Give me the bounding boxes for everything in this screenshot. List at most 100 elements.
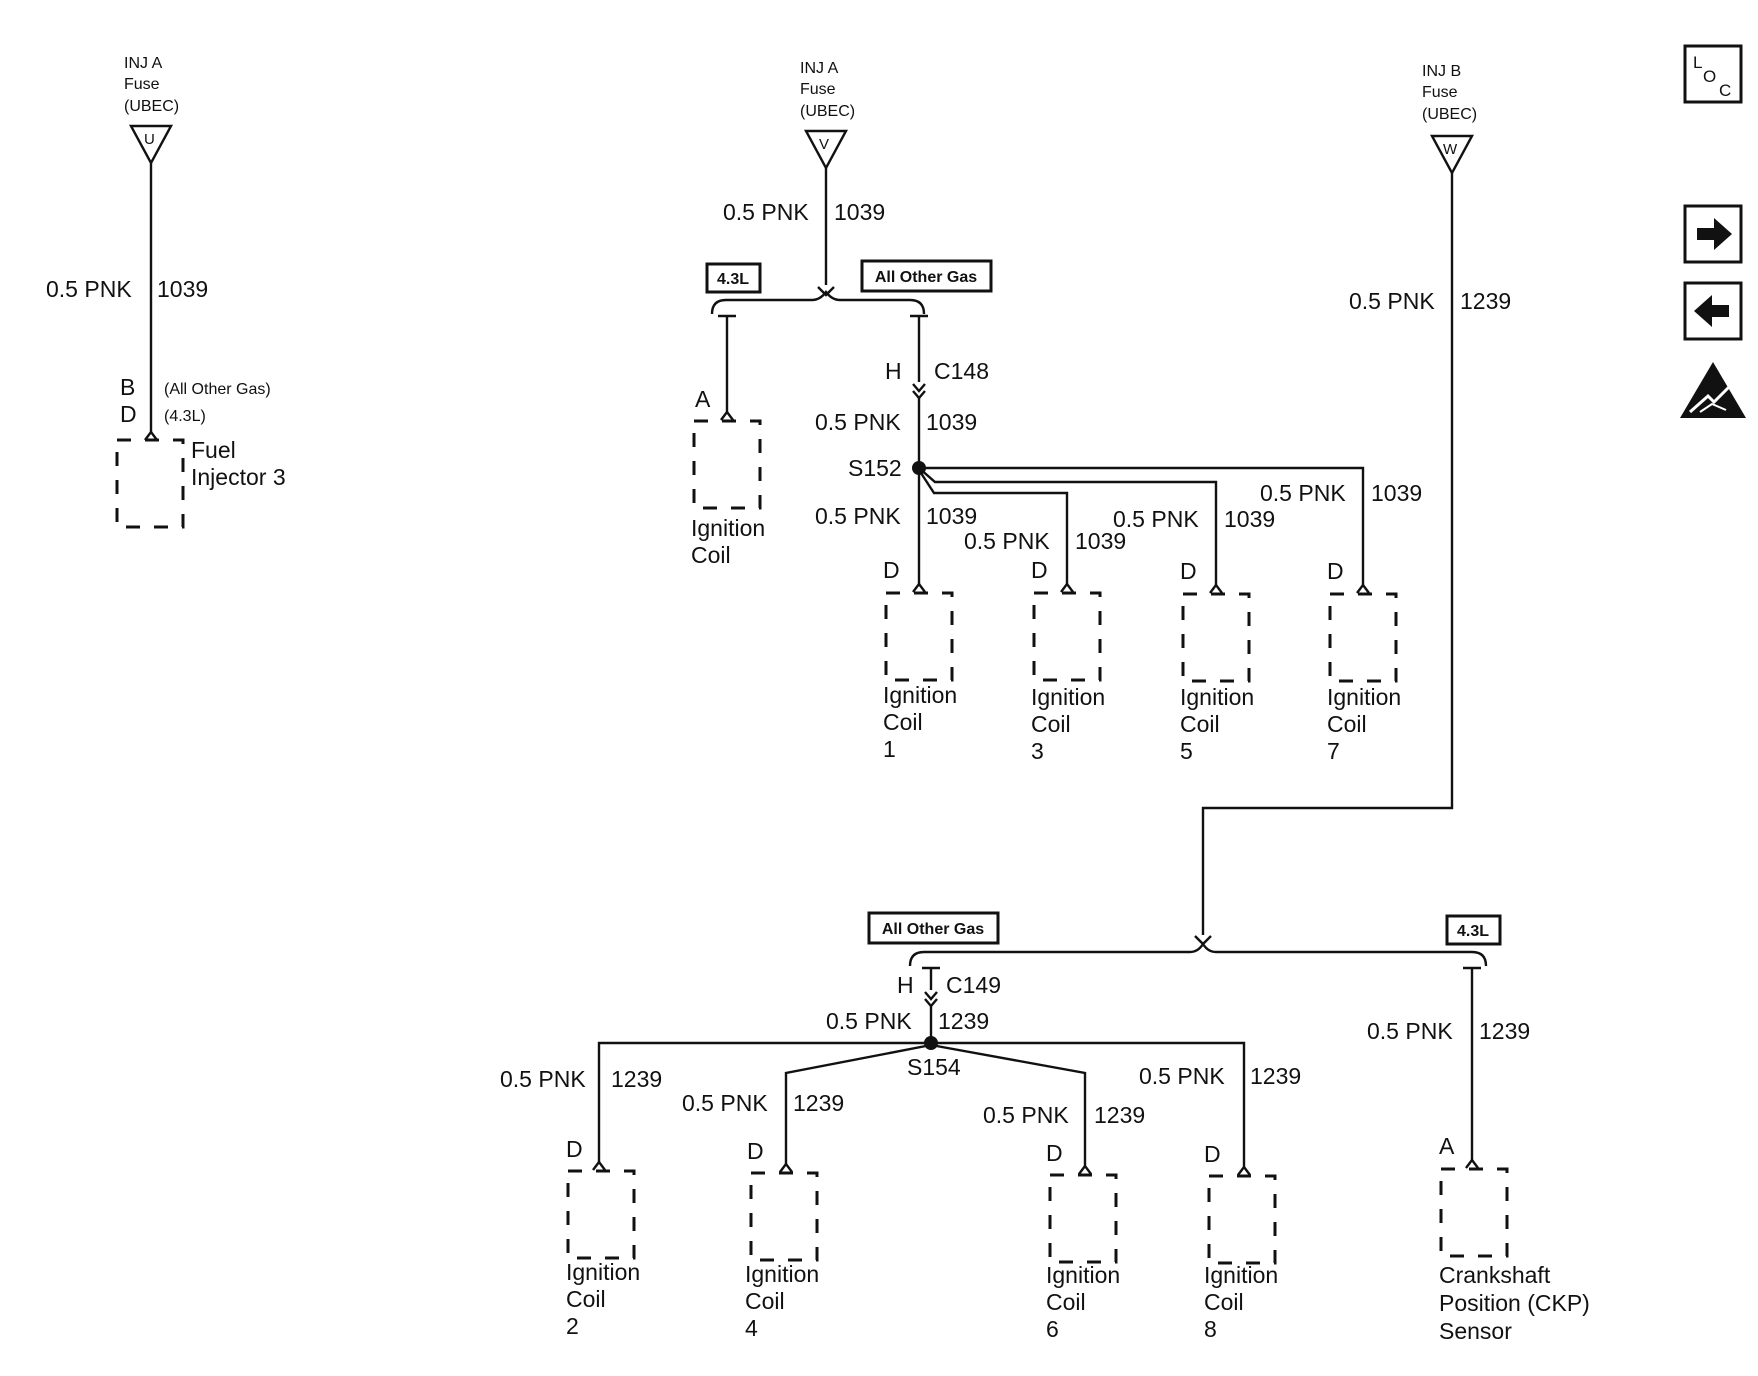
ignition-coil-4: D Ignition Coil 4	[745, 1138, 819, 1341]
wire-label-w2: 0.5 PNK 1039	[723, 199, 885, 225]
svg-text:5: 5	[1180, 738, 1193, 764]
ignition-coil-3: D Ignition Coil 3	[1031, 557, 1105, 764]
next-button[interactable]	[1683, 204, 1743, 264]
svg-text:Ignition: Ignition	[691, 515, 765, 541]
svg-text:D: D	[1046, 1140, 1063, 1166]
injector-pins: B (All Other Gas) D (4.3L)	[120, 374, 271, 427]
wire-1239-w	[1201, 173, 1454, 935]
svg-text:0.5 PNK: 0.5 PNK	[1367, 1018, 1453, 1044]
svg-text:Coil: Coil	[1327, 711, 1367, 737]
wire-ckp	[1463, 966, 1481, 1160]
wire-label-w6: 0.5 PNK 1039	[964, 528, 1126, 554]
svg-text:Crankshaft: Crankshaft	[1439, 1262, 1551, 1288]
wire-label-w3: 0.5 PNK 1239	[1349, 288, 1511, 314]
svg-text:1239: 1239	[1094, 1102, 1145, 1128]
fuse-w: INJ B Fuse (UBEC) W	[1422, 63, 1477, 176]
option-4-3l-bottom: 4.3L	[1445, 914, 1502, 946]
svg-text:7: 7	[1327, 738, 1340, 764]
svg-text:6: 6	[1046, 1316, 1059, 1342]
svg-text:Ignition: Ignition	[566, 1259, 640, 1285]
svg-text:C149: C149	[946, 972, 1001, 998]
svg-text:Fuel: Fuel	[191, 437, 236, 463]
svg-text:1039: 1039	[834, 199, 885, 225]
svg-text:0.5 PNK: 0.5 PNK	[1349, 288, 1435, 314]
fuse-triangle-icon	[803, 129, 849, 171]
svg-text:INJ A: INJ A	[124, 55, 163, 72]
prev-button[interactable]	[1683, 281, 1743, 341]
svg-text:(UBEC): (UBEC)	[800, 103, 855, 120]
svg-text:1039: 1039	[1075, 528, 1126, 554]
svg-text:1039: 1039	[1371, 480, 1422, 506]
svg-text:2: 2	[566, 1313, 579, 1339]
svg-text:0.5 PNK: 0.5 PNK	[826, 1008, 912, 1034]
svg-text:D: D	[566, 1136, 583, 1162]
svg-text:4.3L: 4.3L	[717, 271, 749, 288]
option-bracket-bottom	[908, 941, 1488, 967]
svg-text:O: O	[1703, 67, 1716, 86]
svg-text:4: 4	[745, 1315, 758, 1341]
svg-text:1239: 1239	[793, 1090, 844, 1116]
svg-text:0.5 PNK: 0.5 PNK	[964, 528, 1050, 554]
svg-text:1239: 1239	[611, 1066, 662, 1092]
svg-text:Fuse: Fuse	[124, 76, 160, 93]
svg-text:Coil: Coil	[566, 1286, 606, 1312]
arrow-right-icon	[1697, 218, 1732, 250]
fuse-u: INJ A Fuse (UBEC) U	[124, 55, 179, 166]
option-bracket-top	[710, 290, 926, 315]
fuse-v: INJ A Fuse (UBEC) V	[800, 60, 855, 171]
svg-text:D: D	[1031, 557, 1048, 583]
svg-text:V: V	[819, 136, 829, 153]
wire-coil-4	[784, 1043, 932, 1164]
svg-text:(UBEC): (UBEC)	[124, 98, 179, 115]
svg-text:0.5 PNK: 0.5 PNK	[983, 1102, 1069, 1128]
svg-text:Ignition: Ignition	[1180, 684, 1254, 710]
locator-button[interactable]: L O C	[1683, 44, 1743, 104]
svg-text:Injector 3: Injector 3	[191, 464, 286, 490]
fuse-triangle-icon	[1429, 134, 1475, 176]
wire-label-w4: 0.5 PNK 1039	[815, 409, 977, 435]
pin-terminal-icon	[144, 430, 158, 441]
svg-text:Ignition: Ignition	[883, 682, 957, 708]
svg-text:Coil: Coil	[1180, 711, 1220, 737]
svg-text:0.5 PNK: 0.5 PNK	[46, 276, 132, 302]
svg-text:H: H	[885, 358, 902, 384]
wire-coil-3	[917, 469, 1069, 584]
svg-text:0.5 PNK: 0.5 PNK	[1260, 480, 1346, 506]
svg-text:Coil: Coil	[745, 1288, 785, 1314]
svg-text:3: 3	[1031, 738, 1044, 764]
svg-text:C148: C148	[934, 358, 989, 384]
fuse-triangle-icon	[128, 124, 174, 166]
svg-text:D: D	[883, 557, 900, 583]
svg-text:Ignition: Ignition	[1327, 684, 1401, 710]
svg-text:8: 8	[1204, 1316, 1217, 1342]
svg-text:INJ A: INJ A	[800, 60, 839, 77]
svg-text:Ignition: Ignition	[1031, 684, 1105, 710]
svg-text:A: A	[1439, 1133, 1455, 1159]
svg-text:0.5 PNK: 0.5 PNK	[723, 199, 809, 225]
svg-text:1: 1	[883, 736, 896, 762]
wire-label-w10: 0.5 PNK 1239	[500, 1066, 662, 1092]
ignition-coil-7: D Ignition Coil 7	[1327, 558, 1401, 764]
option-all-other-gas-bottom: All Other Gas	[867, 911, 1000, 945]
svg-text:U: U	[144, 131, 155, 148]
ignition-coil-8: D Ignition Coil 8	[1204, 1141, 1278, 1342]
svg-text:INJ B: INJ B	[1422, 63, 1461, 80]
ignition-coil-1: D Ignition Coil 1	[883, 557, 957, 762]
fuel-injector-3-label: Fuel Injector 3	[191, 437, 286, 490]
svg-text:1039: 1039	[157, 276, 208, 302]
svg-text:(4.3L): (4.3L)	[164, 408, 206, 425]
svg-text:C: C	[1719, 81, 1731, 100]
svg-text:(UBEC): (UBEC)	[1422, 106, 1477, 123]
svg-text:0.5 PNK: 0.5 PNK	[815, 503, 901, 529]
wire-coil-5	[918, 467, 1218, 585]
wire-coil-a	[718, 314, 736, 412]
wire-break-icon	[817, 286, 835, 297]
wire-label-w1: 0.5 PNK 1039	[46, 276, 208, 302]
svg-text:Coil: Coil	[1031, 711, 1071, 737]
wire-label-w7: 0.5 PNK 1039	[1113, 506, 1275, 532]
svg-text:D: D	[1180, 558, 1197, 584]
svg-text:D: D	[1204, 1141, 1221, 1167]
svg-text:All Other Gas: All Other Gas	[875, 269, 977, 286]
svg-text:4.3L: 4.3L	[1457, 923, 1489, 940]
svg-text:1239: 1239	[1479, 1018, 1530, 1044]
